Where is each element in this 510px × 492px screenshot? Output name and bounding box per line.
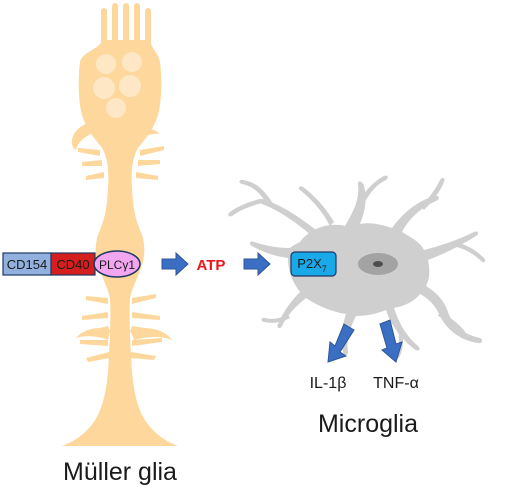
muller-glia-title: Müller glia — [63, 458, 177, 486]
nucleus — [93, 77, 115, 99]
lower-spines — [80, 294, 162, 362]
il1-beta: β — [337, 375, 346, 392]
microglia-nucleolus — [373, 261, 383, 267]
svg-text:PLCγ1: PLCγ1 — [99, 258, 135, 272]
left-lower-hook — [76, 328, 110, 340]
p2x7-box: P2X7 — [290, 251, 337, 277]
cd40-label: CD40 — [56, 257, 89, 272]
muller-nuclei — [93, 52, 142, 118]
nucleus — [119, 75, 141, 97]
svg-text:IL-1β: IL-1β — [310, 375, 347, 392]
p2x-label: P2X — [297, 256, 322, 271]
p2x-subscript: 7 — [322, 264, 327, 274]
plc-one: 1 — [128, 258, 135, 272]
nucleus — [122, 52, 142, 72]
muller-glia-cell-icon — [62, 3, 178, 446]
cd40-box: CD40 — [50, 252, 96, 276]
arrow-right-icon — [243, 251, 271, 277]
left-upper-hook — [71, 120, 112, 150]
right-lower-hook — [130, 328, 172, 340]
nucleus — [96, 54, 116, 74]
atp-label: ATP — [197, 257, 226, 274]
plc-gamma: γ — [122, 258, 128, 272]
nucleus — [106, 98, 126, 118]
svg-text:TNF-α: TNF-α — [373, 375, 419, 392]
arrow-down-icon — [379, 319, 403, 363]
arrow-down-icon — [327, 323, 355, 363]
muller-cell-body — [62, 40, 178, 446]
tnf-alpha: α — [410, 375, 419, 392]
microglia-title: Microglia — [318, 410, 418, 438]
tnf-label: TNF- — [373, 375, 409, 392]
right-upper-hook — [132, 128, 160, 142]
cd154-box: CD154 — [2, 252, 52, 276]
plc-gamma1-ellipse: PLCγ1 — [93, 250, 141, 278]
arrow-right-icon — [161, 251, 189, 277]
upper-spines — [78, 146, 164, 180]
cd154-label: CD154 — [7, 257, 47, 272]
il1-label: IL-1 — [310, 375, 338, 392]
svg-text:P2X7: P2X7 — [297, 256, 327, 274]
plc-label: PLC — [99, 258, 123, 272]
microvilli — [101, 3, 151, 48]
